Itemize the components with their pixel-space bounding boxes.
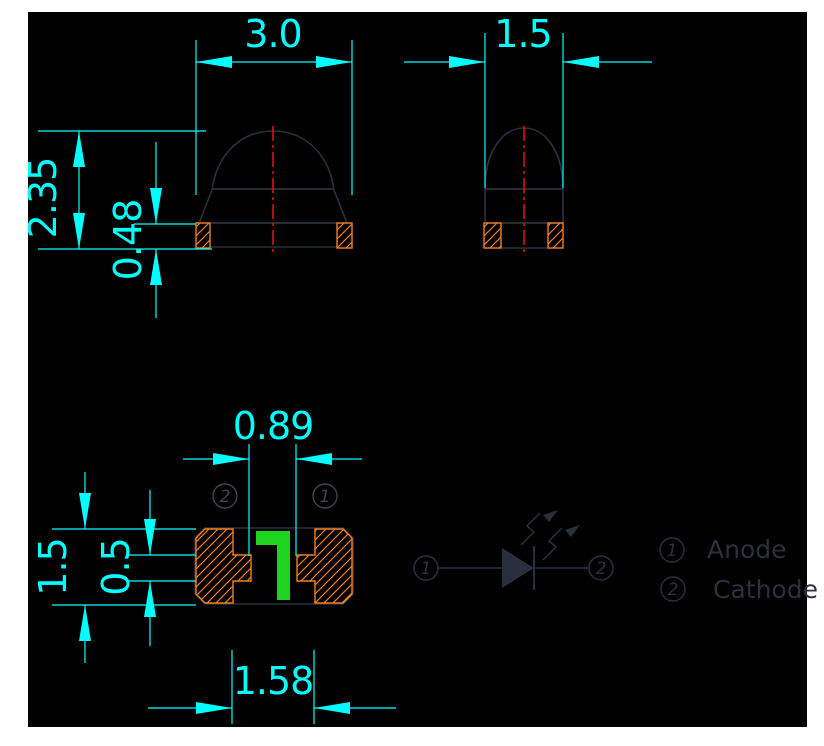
front-view — [195, 126, 353, 253]
pin-1-marker: 1 — [312, 483, 338, 509]
dim-pad-span-text: 1.58 — [233, 659, 314, 703]
drawing-canvas — [28, 12, 807, 727]
dim-side-width: 1.5 — [404, 12, 652, 188]
pin-legend: 1 Anode 2 Cathode — [659, 535, 818, 604]
side-pad-right — [547, 222, 564, 249]
bottom-view: 2 1 — [194, 483, 354, 605]
side-pad-left — [483, 222, 502, 249]
dim-arrow-icon — [79, 605, 91, 641]
dim-front-height-text: 2.35 — [21, 158, 65, 239]
schematic-pin-1-number: 1 — [421, 559, 432, 579]
pin-1-number: 1 — [320, 487, 331, 507]
dim-body-height: 1.5 — [31, 472, 196, 663]
dim-arrow-icon — [316, 56, 352, 68]
dim-arrow-icon — [150, 188, 162, 224]
diode-triangle-icon — [502, 548, 534, 588]
dim-arrow-icon — [314, 702, 350, 714]
pin-1-circle-icon — [312, 483, 338, 509]
dim-arrow-icon — [73, 213, 85, 249]
dim-front-height: 2.35 — [21, 130, 212, 250]
dim-notch-height: 0.5 — [94, 490, 196, 646]
dim-front-width: 3.0 — [195, 12, 353, 195]
legend-anode-row: 1 Anode — [659, 535, 787, 564]
legend-cathode-row: 2 Cathode — [660, 575, 818, 604]
dim-arrow-icon — [213, 453, 249, 465]
dim-pad-gap-text: 0.89 — [233, 404, 314, 448]
dim-arrow-icon — [150, 249, 162, 285]
pin-2-circle-icon — [212, 483, 238, 509]
legend-pin-1-circle-icon — [659, 537, 685, 563]
legend-pin-2-circle-icon — [660, 576, 686, 602]
dim-pad-height-text: 0.48 — [106, 200, 150, 281]
dim-pad-span: 1.58 — [148, 650, 396, 724]
dimensions: 3.0 1.5 2.35 0.48 0.89 — [21, 12, 652, 724]
dim-arrow-icon — [144, 519, 156, 555]
dim-arrow-icon — [144, 581, 156, 617]
legend-cathode-label: Cathode — [713, 575, 818, 604]
light-emission-arrow-icon — [542, 525, 580, 561]
dim-arrow-icon — [563, 56, 599, 68]
legend-pin-1-number: 1 — [667, 541, 678, 561]
bottom-pad-right — [296, 528, 353, 604]
dim-body-height-text: 1.5 — [31, 538, 75, 595]
bottom-pad-left — [195, 528, 252, 604]
dim-front-width-text: 3.0 — [244, 12, 301, 56]
dim-pad-gap: 0.89 — [183, 404, 362, 556]
dim-pad-height: 0.48 — [106, 142, 196, 318]
legend-anode-label: Anode — [707, 535, 787, 564]
dim-arrow-icon — [79, 493, 91, 529]
polarity-mark — [256, 531, 290, 600]
dim-notch-height-text: 0.5 — [94, 538, 138, 595]
pin-2-marker: 2 — [212, 483, 238, 509]
dim-arrow-icon — [196, 56, 232, 68]
legend-pin-2-number: 2 — [668, 580, 679, 600]
dim-side-width-text: 1.5 — [494, 12, 551, 56]
schematic-pin-2-circle-icon — [588, 555, 614, 581]
front-pad-left — [195, 222, 211, 249]
side-view — [483, 126, 564, 253]
dim-arrow-icon — [449, 56, 485, 68]
schematic-pin-2-number: 2 — [596, 559, 607, 579]
dim-arrow-icon — [73, 131, 85, 167]
light-emission-arrow-icon — [520, 510, 558, 546]
dim-arrow-icon — [196, 702, 232, 714]
front-pad-right — [336, 222, 353, 249]
dim-arrow-icon — [296, 453, 332, 465]
pin-2-number: 2 — [220, 487, 231, 507]
led-schematic-symbol: 1 2 — [413, 510, 614, 590]
bottom-body-outline — [194, 527, 354, 605]
